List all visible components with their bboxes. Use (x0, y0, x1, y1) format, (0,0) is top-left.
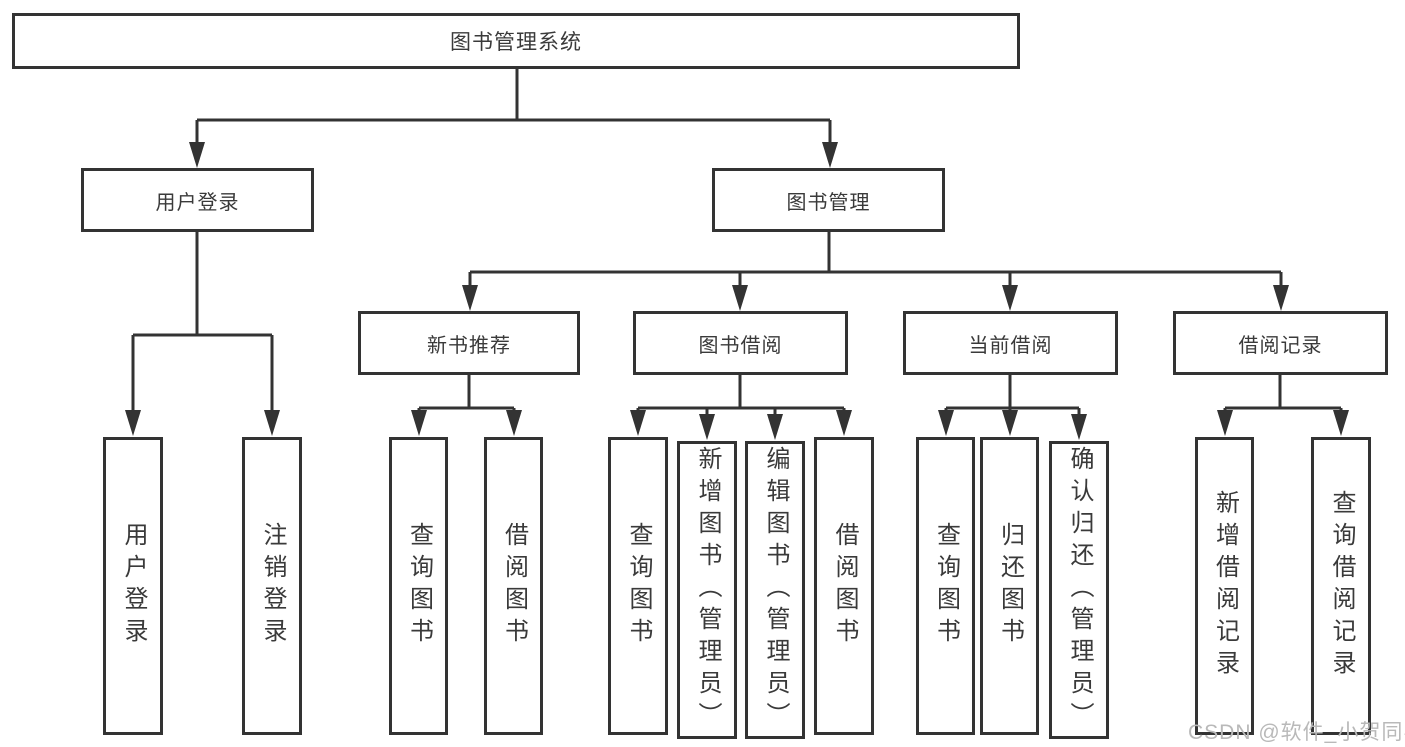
connector-user-login (131, 232, 274, 414)
node-current-borrow: 当前借阅 (903, 311, 1118, 375)
arrow-down-icon (1002, 285, 1018, 311)
leaf-return-book: 归还图书 (980, 437, 1039, 735)
arrow-down-icon (767, 414, 783, 440)
arrow-down-icon (938, 410, 954, 436)
arrow-down-icon (1273, 285, 1289, 311)
leaf-add-borrow-record: 新增借阅记录 (1195, 437, 1254, 735)
connector-borrow-records (1223, 375, 1343, 416)
node-user-login: 用户登录 (81, 168, 314, 232)
arrow-down-icon (1071, 414, 1087, 440)
node-book-management: 图书管理 (712, 168, 945, 232)
arrow-down-icon (189, 142, 205, 168)
arrowheads (125, 142, 1349, 440)
arrow-down-icon (1217, 410, 1233, 436)
arrow-down-icon (699, 414, 715, 440)
arrow-down-icon (506, 410, 522, 436)
connector-book-management (468, 232, 1283, 290)
node-root: 图书管理系统 (12, 13, 1020, 69)
arrow-down-icon (264, 410, 280, 436)
leaf-user-login: 用户登录 (103, 437, 163, 735)
node-borrow-records: 借阅记录 (1173, 311, 1388, 375)
leaf-borrow-books-recommend: 借阅图书 (484, 437, 543, 735)
leaf-query-books-current: 查询图书 (916, 437, 975, 735)
connector-book-borrow (636, 375, 846, 418)
leaf-query-books-borrow: 查询图书 (608, 437, 668, 735)
node-new-book-recommend: 新书推荐 (358, 311, 580, 375)
connector-new-book-recommend (417, 375, 516, 416)
arrow-down-icon (836, 410, 852, 436)
connector-root (195, 68, 832, 146)
arrow-down-icon (822, 142, 838, 168)
leaf-query-borrow-record: 查询借阅记录 (1311, 437, 1371, 735)
arrow-down-icon (411, 410, 427, 436)
arrow-down-icon (462, 285, 478, 311)
node-book-borrow: 图书借阅 (633, 311, 848, 375)
arrow-down-icon (125, 410, 141, 436)
leaf-borrow-books: 借阅图书 (814, 437, 874, 735)
leaf-edit-book-admin: 编辑图书（管理员） (745, 441, 805, 739)
leaf-add-book-admin: 新增图书（管理员） (677, 441, 737, 739)
arrow-down-icon (732, 285, 748, 311)
arrow-down-icon (630, 410, 646, 436)
leaf-query-books-recommend: 查询图书 (389, 437, 448, 735)
leaf-logout: 注销登录 (242, 437, 302, 735)
watermark: CSDN @软件_小贺同学 (1188, 721, 1405, 744)
arrow-down-icon (1333, 410, 1349, 436)
arrow-down-icon (1002, 410, 1018, 436)
leaf-confirm-return-admin: 确认归还（管理员） (1049, 441, 1109, 739)
